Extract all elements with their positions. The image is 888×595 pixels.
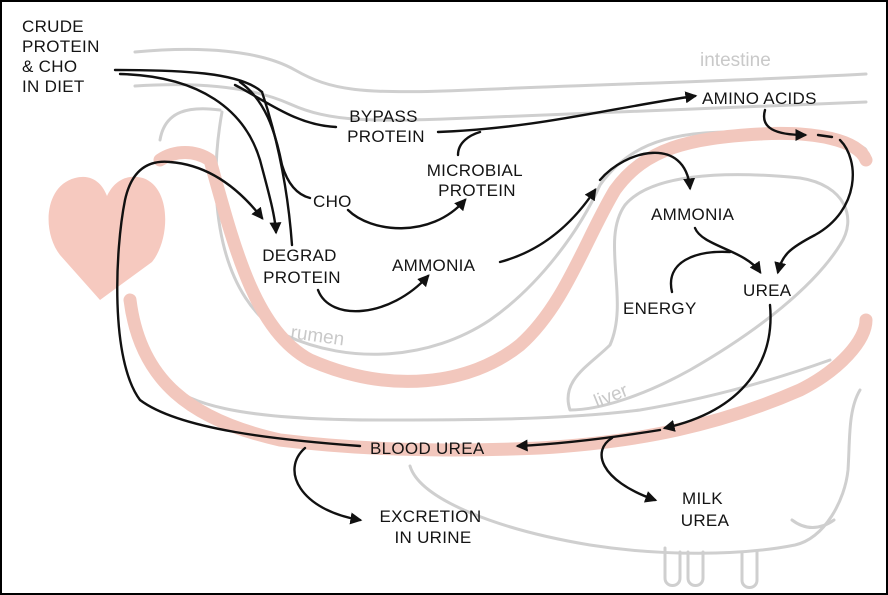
intestine-label: intestine [700,50,771,71]
blood-urea-to-excretion-arrow [294,448,360,520]
amino-acids-label: AMINO ACIDS [702,89,817,108]
heart-shape [49,177,166,300]
ammonia-to-urea-arrow [695,228,760,272]
crude-protein-label: CRUDE PROTEIN & CHO IN DIET [22,17,105,96]
cho-to-microbial-arrow [348,200,465,228]
milk-urea-label: MILK UREA [681,489,730,530]
cho-label: CHO [313,192,352,211]
blood-urea-label: BLOOD UREA [370,439,485,458]
rumen-outline [150,112,866,420]
vessel-to-urea-arrow [778,140,853,272]
microbial-protein-label: MICROBIAL PROTEIN [427,161,528,200]
degrad-protein-label: DEGRAD PROTEIN [262,246,342,287]
labels: CRUDE PROTEIN & CHO IN DIET BYPASS PROTE… [22,17,817,547]
urea-label: UREA [743,281,792,300]
excretion-label: EXCRETION IN URINE [380,507,487,547]
ammonia-rumen-label: AMMONIA [392,256,476,275]
bypass-protein-label: BYPASS PROTEIN [347,107,425,146]
energy-label: ENERGY [623,299,697,318]
ammonia-liver-label: AMMONIA [651,205,735,224]
energy-to-urea-line [671,252,730,292]
liver-label: liver [591,380,632,413]
microbial-to-bypass-line [458,132,480,155]
